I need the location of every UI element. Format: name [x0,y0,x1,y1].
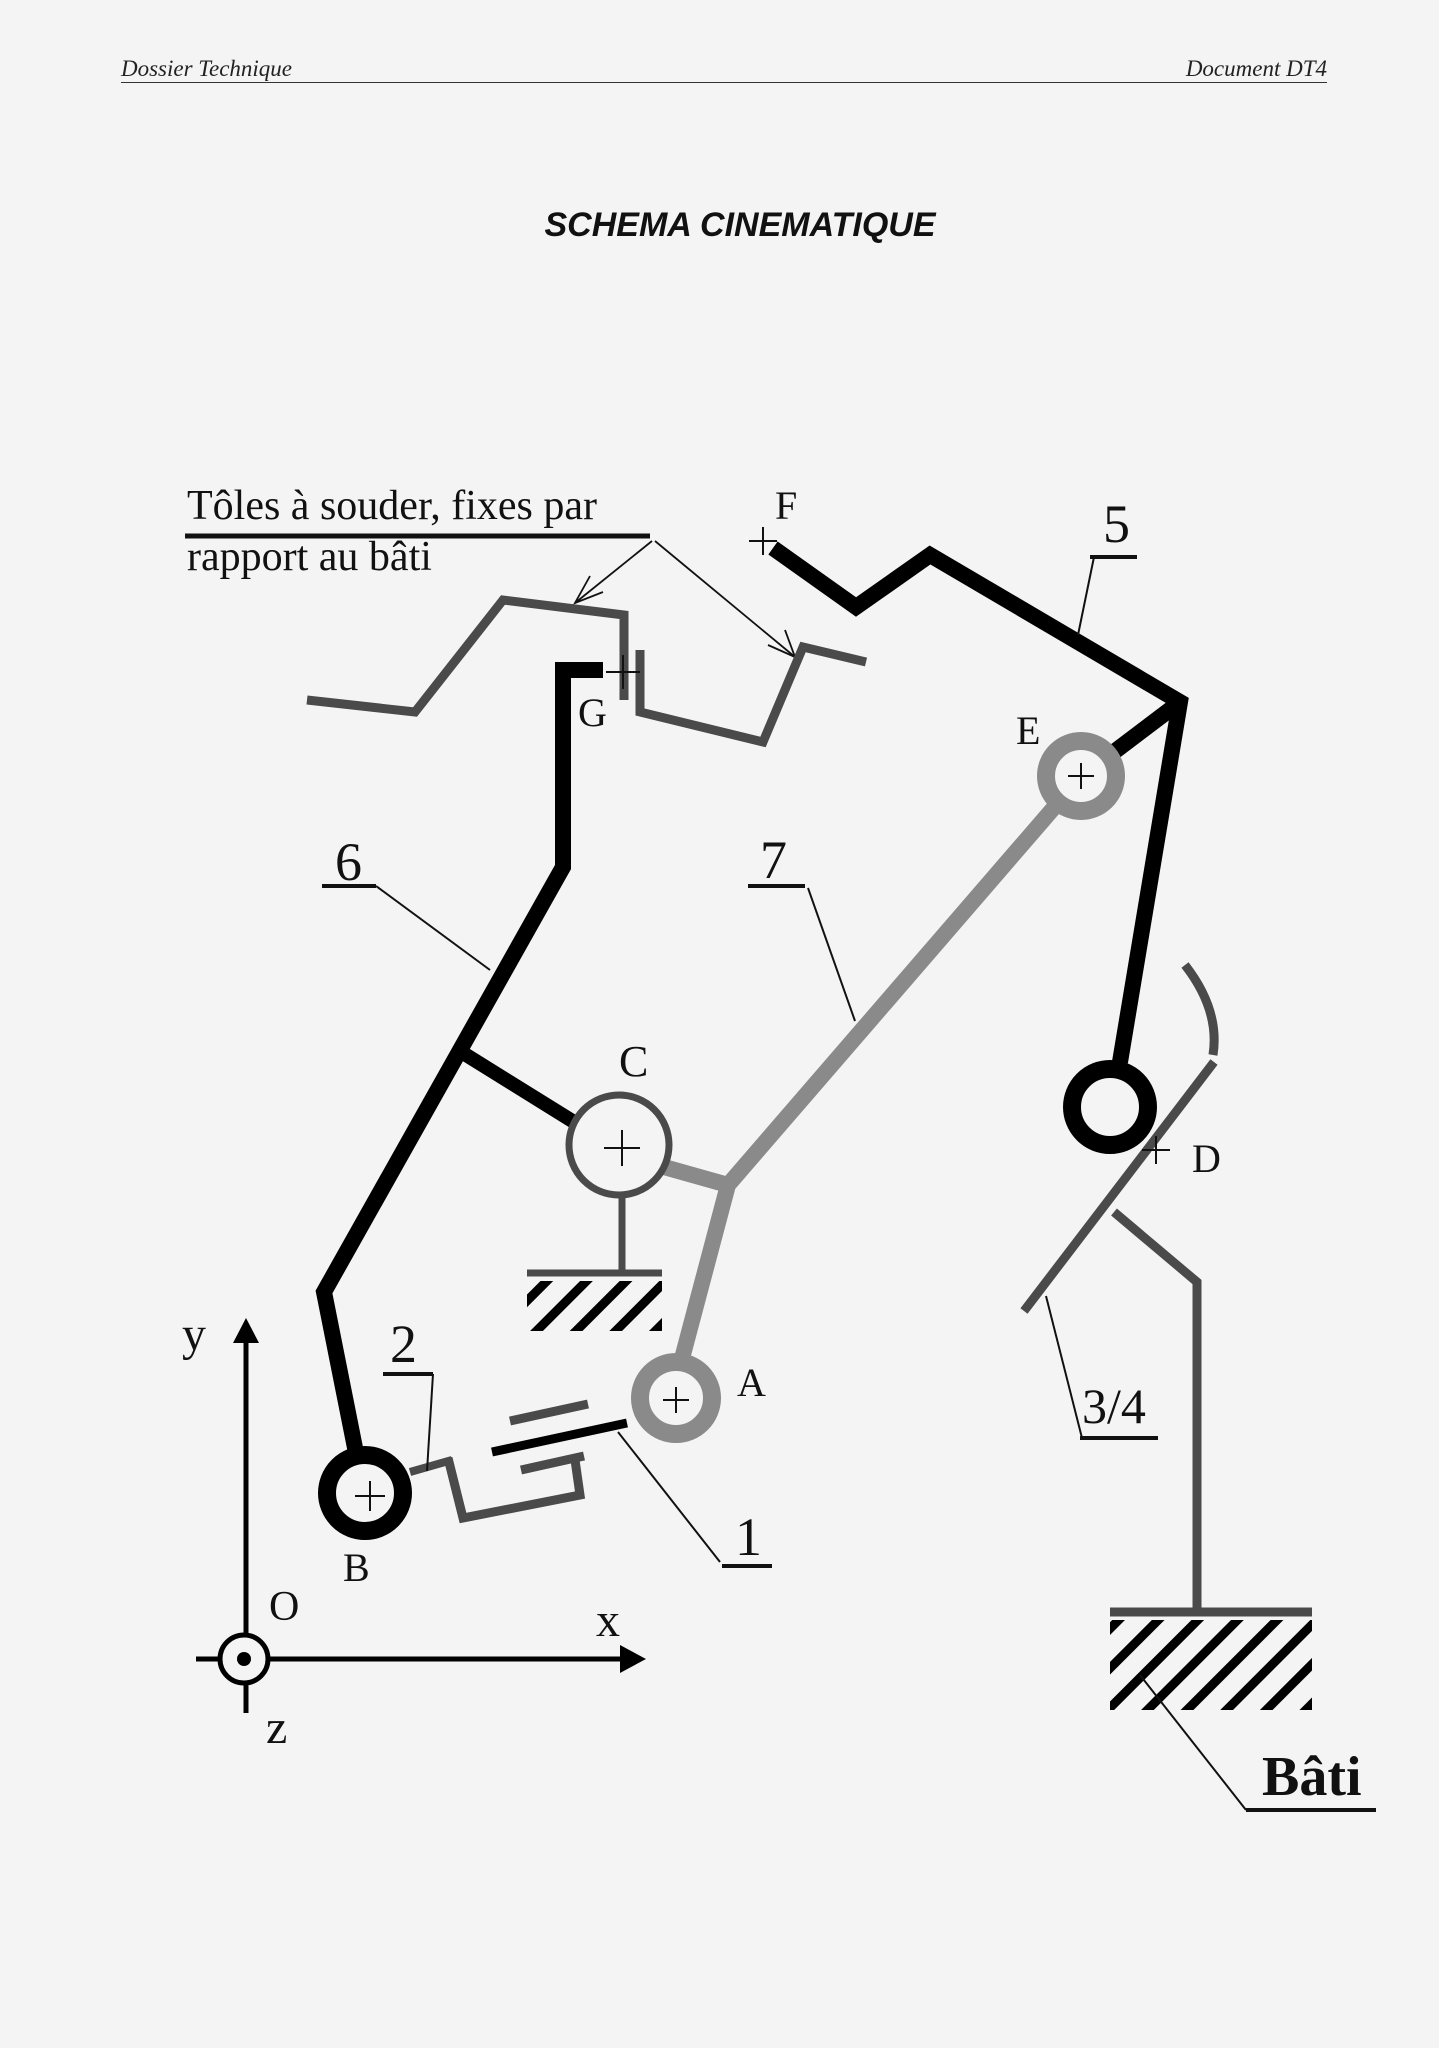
label-axis-z: z [266,1701,287,1754]
header-rule [121,82,1327,83]
slider-guide-top [509,1399,589,1426]
annotation-arrow-left [574,540,653,604]
part-1-body [443,1456,586,1524]
part-7-arm-C [654,1157,731,1193]
page-title: SCHEMA CINEMATIQUE [544,206,936,244]
part-3-4-arc [1181,962,1219,1056]
annotation-arrow-right [654,540,796,658]
part-6-branch-C [459,1047,578,1128]
arrowhead-left [572,575,604,605]
label-point-C: C [619,1037,648,1086]
header-right: Document DT4 [1185,56,1327,81]
label-axis-x: x [596,1594,620,1647]
slider-bar [491,1418,628,1457]
annotation-line2: rapport au bâti [187,534,432,580]
sheet-right [635,641,868,748]
label-point-B: B [343,1545,370,1590]
frame-hatch [1110,1620,1312,1710]
joint-C [565,1091,673,1199]
label-part-3-4: 3/4 [1082,1378,1146,1434]
part-7 [663,768,1090,1403]
label-frame: Bâti [1262,1746,1362,1808]
y-axis-arrowhead [233,1318,259,1343]
label-part-7: 7 [760,830,787,890]
part-3-4-blade [1020,1059,1218,1314]
part-6 [315,662,603,1480]
joint-D [1063,1060,1157,1154]
label-axis-y: y [182,1308,206,1361]
part-3-4-stem [1111,1208,1202,1610]
slider-guide-bottom [520,1451,585,1475]
part-underlines [322,555,1376,1812]
label-point-A: A [737,1360,766,1405]
label-point-G: G [578,690,607,735]
annotation-line1: Tôles à souder, fixes par [187,483,597,529]
sheet-left [306,595,629,717]
pivot-C-ground-hatch [527,1281,662,1331]
label-point-D: D [1192,1136,1221,1181]
header-left: Dossier Technique [121,56,293,81]
label-part-5: 5 [1103,494,1130,554]
label-part-1: 1 [735,1507,762,1567]
label-part-6: 6 [335,832,362,892]
label-part-2: 2 [390,1314,417,1374]
x-axis-arrowhead [620,1645,646,1673]
leader-lines [375,556,1247,1811]
part-5 [768,541,1189,1064]
center-marks [355,527,1170,1511]
part-5-arm-E [1105,695,1185,762]
label-point-E: E [1016,708,1040,753]
z-axis-origin-dot [237,1652,251,1666]
label-point-F: F [775,483,797,528]
label-point-O: O [269,1584,299,1630]
joint-B [318,1446,412,1540]
